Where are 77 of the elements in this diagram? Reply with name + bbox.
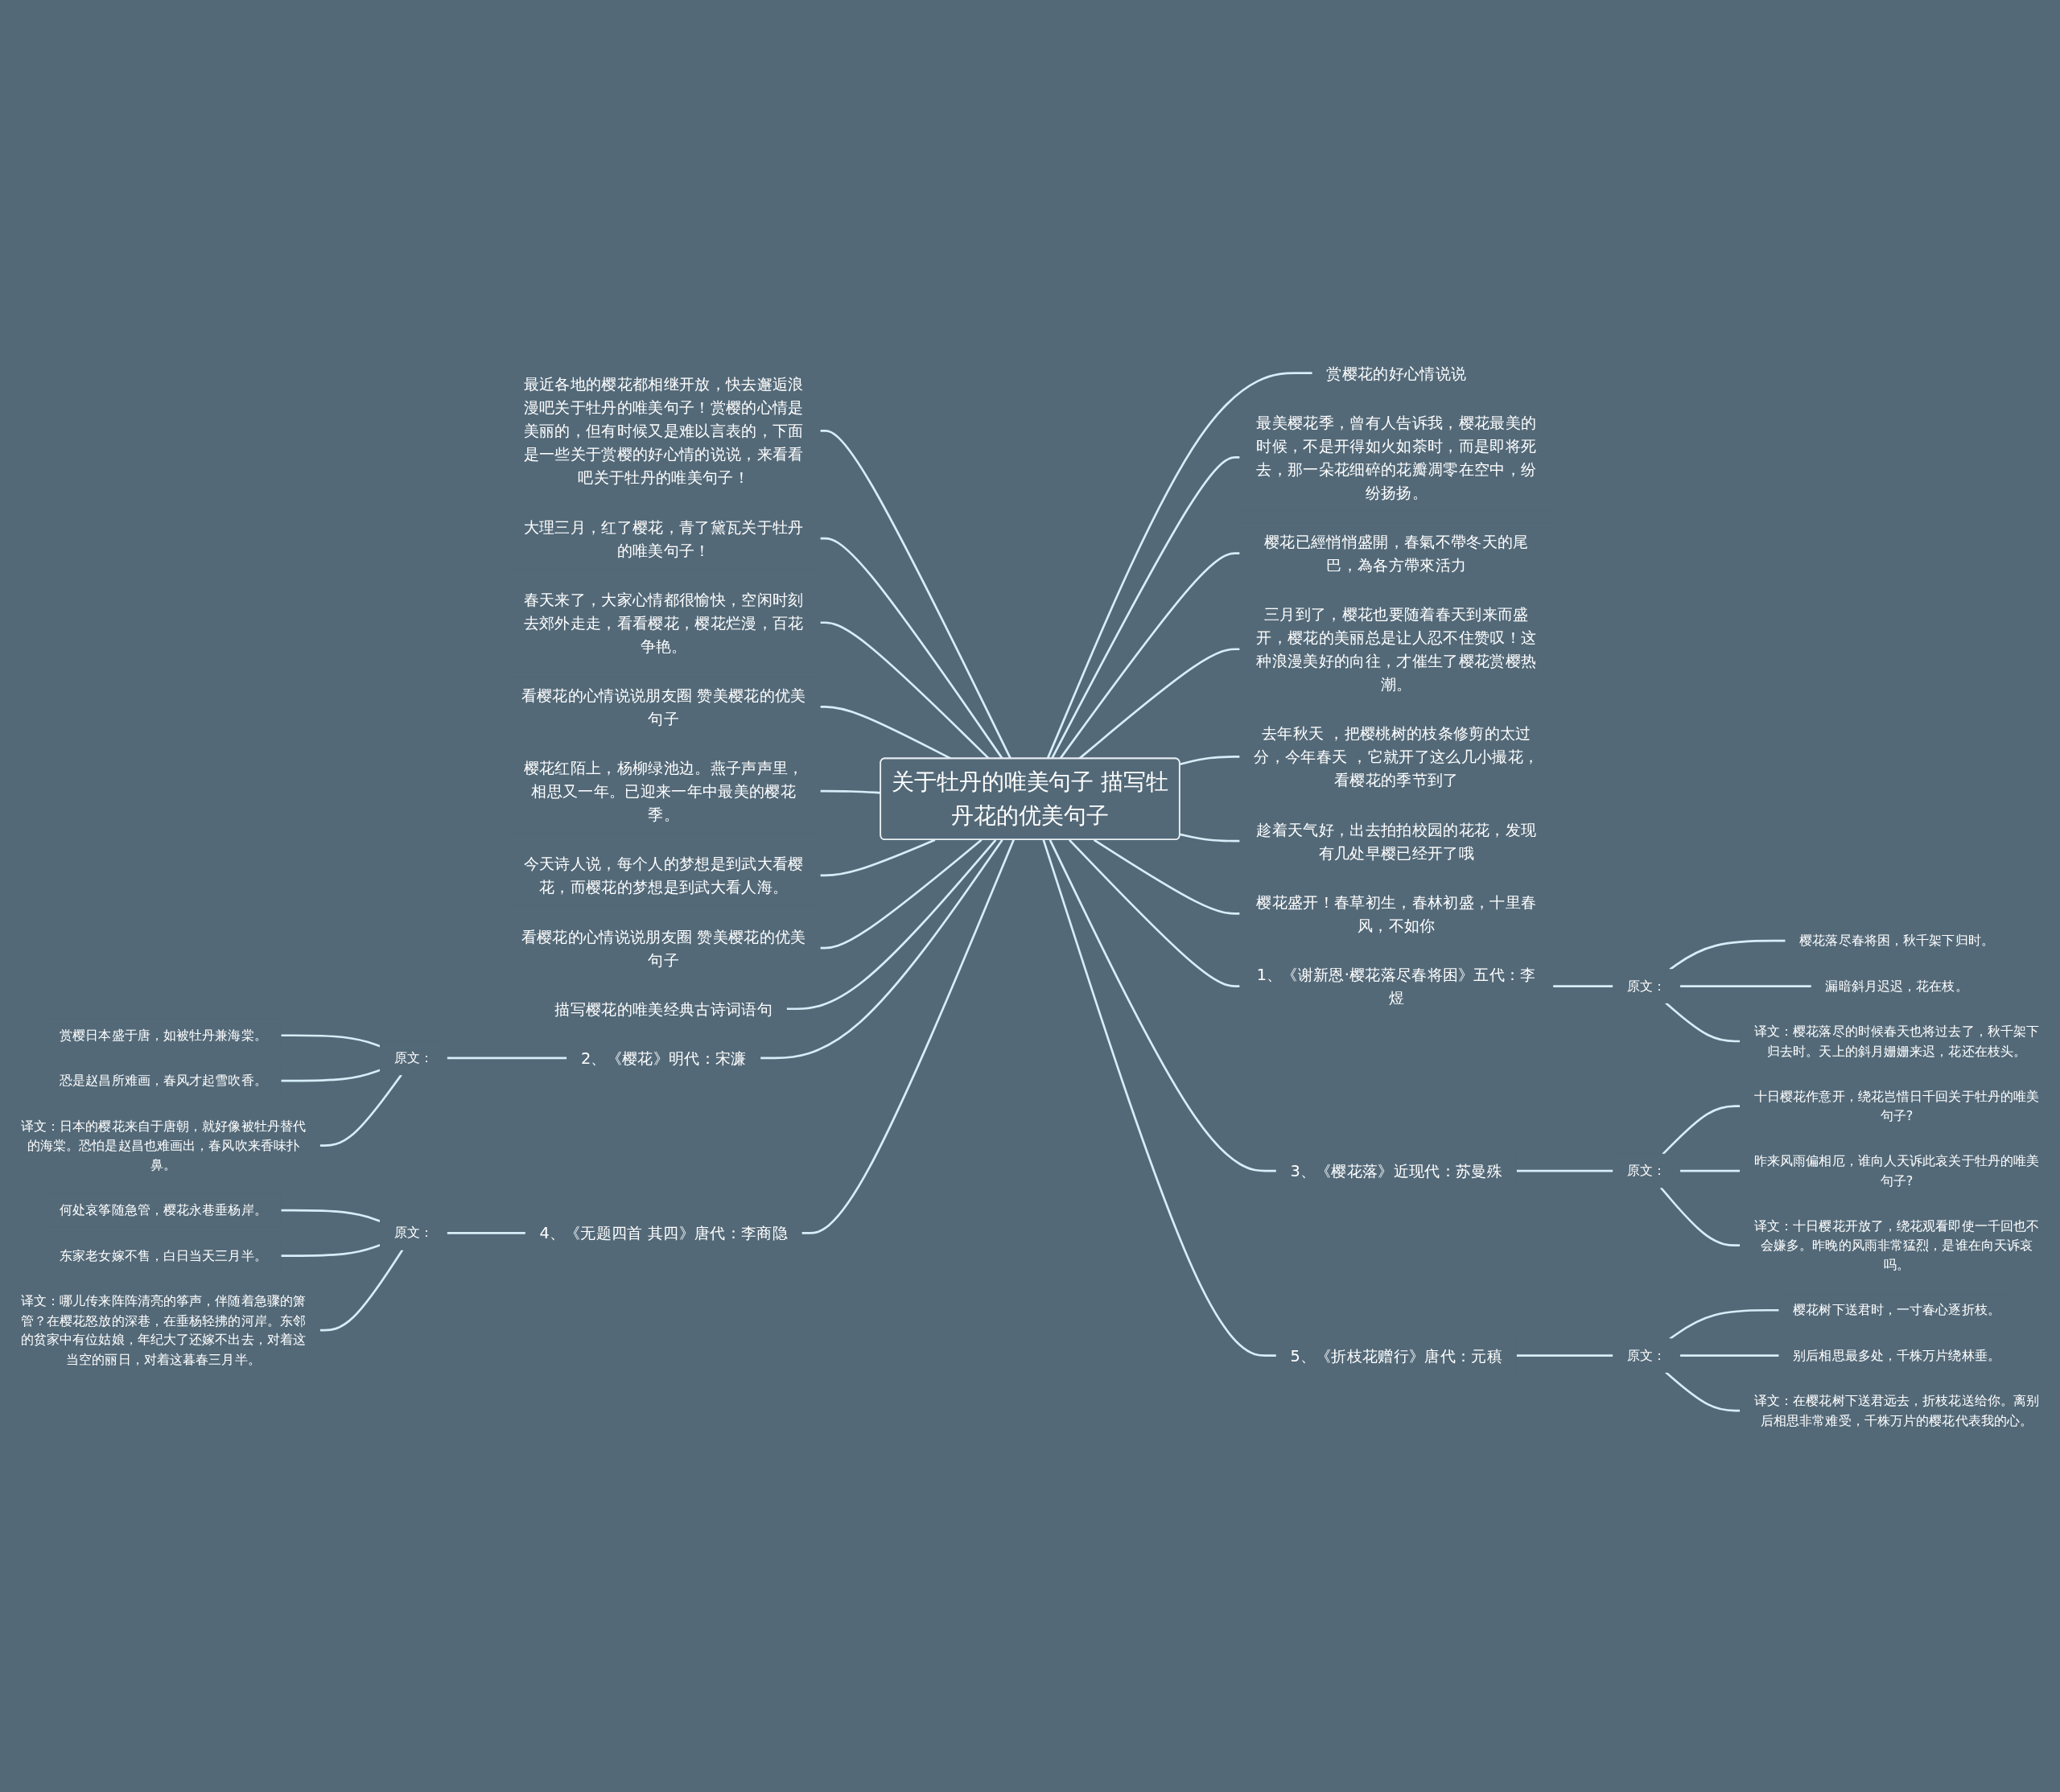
connector [820,839,983,950]
node-text: 译文：十日樱花开放了，绕花观看即使一千回也不会嫌多。昨晚的风雨非常猛烈，是谁在向天诉哀吗。 [1753,1217,2040,1273]
connector [319,1074,402,1147]
connector [281,1034,381,1048]
node-text: 译文：樱花落尽的时候春天也将过去了，秋千架下归去时。天上的斜月姗姗来迟，花还在枝头。 [1753,1024,2040,1059]
connector [447,1232,526,1235]
connector [1179,756,1240,766]
node-text: 原文： [1627,1347,1667,1364]
connector [1679,1170,1741,1172]
connector [447,1057,567,1060]
connector [281,1069,381,1082]
connector [820,538,1003,760]
node-text: 樱花落尽春将困，秋千架下归时。 [1799,933,1994,949]
node-text: 4、《无题四首 其四》唐代：李商隐 [539,1224,788,1242]
node-text: 3、《樱花落》近现代：苏曼殊 [1290,1162,1503,1180]
node-text: 樱花已經悄悄盛開，春氣不帶冬天的尾巴，為各方帶來活力 [1264,533,1529,575]
node-text: 春天来了，大家心情都很愉快，空闲时刻去郊外走走，看看樱花，樱花烂漫，百花争艳。 [523,590,804,656]
node-text: 译文：哪儿传来阵阵清亮的筝声，伴随着急骤的箫管？在樱花怒放的深巷，在垂杨轻拂的河岸。东邻的贫家中有位姑娘，年纪大了还嫁不出去，对着这当空的丽日，对着这暮春三月半。 [20,1293,307,1368]
node-text: 赏樱花的好心情说说 [1326,364,1467,383]
connector [1679,985,1812,988]
node-text: 5、《折枝花赠行》唐代：元稹 [1290,1346,1503,1366]
connector [786,839,997,1011]
node-text: 译文：在樱花树下送君远去，折枝花送给你。离别后相思非常难受，千株万片的樱花代表我的心。 [1753,1393,2040,1428]
node-text: 恐是赵昌所难画，春风才起雪吹香。 [60,1073,267,1089]
connector [1669,1309,1779,1341]
connector [1552,985,1613,988]
connector [1180,833,1240,842]
connector [1050,456,1240,760]
node-text: 赏樱日本盛于唐，如被牡丹兼海棠。 [60,1028,267,1044]
node-text: 樱花红陌上，杨柳绿池边。燕子声声里，相思又一年。已迎来一年中最美的樱花季。 [523,759,804,824]
connector [820,790,881,794]
node-text: 趁着天气好，出去拍拍校园的花花，发现有几处早樱已经开了哦 [1256,820,1537,863]
connector [1042,839,1277,1357]
node-text: 樱花树下送君时，一寸春心逐折枝。 [1793,1302,2000,1318]
connector [820,430,1012,760]
node-text: 何处哀筝随急管，樱花永巷垂杨岸。 [60,1202,267,1218]
node-text: 大理三月，红了樱花，青了黛瓦关于牡丹的唯美句子！ [523,517,804,560]
connector [1659,1187,1741,1247]
connector [281,1209,381,1223]
connector [1665,1371,1741,1412]
connector [1679,1354,1779,1357]
connector [1662,1105,1741,1156]
connector [1046,372,1313,760]
node-text: 十日樱花作意开，绕花岂惜日千回关于牡丹的唯美句子? [1753,1088,2040,1124]
node-text: 看樱花的心情说说朋友圈 赞美樱花的优美句子 [521,686,806,728]
connector [281,1244,381,1258]
node-text: 描写樱花的唯美经典古诗词语句 [554,999,772,1019]
node-text: 樱花盛开！春草初生，春林初盛，十里春风，不如你 [1256,892,1537,935]
node-text: 今天诗人说，每个人的梦想是到武大看樱花，而樱花的梦想是到武大看人海。 [523,855,804,896]
node-text: 去年秋天 ，把樱桃树的枝条修剪的太过分，今年春天 ，它就开了这么几小撮花，看樱花的季节到了 [1254,724,1539,790]
connector [1516,1354,1613,1357]
connector [1669,940,1786,971]
node-text: 三月到了，樱花也要随着春天到来而盛开，樱花的美丽总是让人忍不住赞叹！这种浪漫美好的向往，才催生了樱花赏樱热潮。 [1256,605,1537,694]
connector [1049,839,1277,1172]
connector [760,839,1003,1060]
node-text: 别后相思最多处，千株万片绕林垂。 [1793,1347,2000,1364]
node-text: 原文： [393,1225,433,1242]
node-text: 看樱花的心情说说朋友圈 赞美樱花的优美句子 [521,927,806,970]
connector [1059,552,1240,760]
connector [801,839,1015,1235]
node-text: 昨来风雨偏相厄，谁向人天诉此哀关于牡丹的唯美句子? [1753,1153,2040,1188]
node-text: 原文： [1627,978,1667,995]
node-text: 最近各地的樱花都相继开放，快去邂逅浪漫吧关于牡丹的唯美句子！赏樱的心情是美丽的，但有时候又是难以言表的，下面是一些关于赏樱的好心情的说说，来看看吧关于牡丹的唯美句子！ [523,375,804,487]
node-text: 1、《谢新恩·樱花落尽春将困》五代：李煜 [1256,966,1536,1007]
connector [1516,1170,1613,1172]
connector [1069,839,1240,988]
node-text: 最美樱花季，曾有人告诉我，樱花最美的时候，不是开得如火如荼时，而是即将死去，那一朵花细碎的花瓣凋零在空中，纷纷扬扬。 [1256,413,1537,502]
connector [1093,838,1240,915]
connector [820,838,936,877]
node-text: 原文： [1627,1163,1667,1179]
node-text: 原文： [393,1050,433,1066]
node-text: 漏暗斜月迟迟，花在枝。 [1825,978,1968,995]
node-text: 译文：日本的樱花来自于唐朝，就好像被牡丹替代的海棠。恐怕是赵昌也难画出，春风吹来香味扑鼻。 [20,1118,307,1173]
connector [319,1249,404,1332]
node-text: 2、《樱花》明代：宋濂 [580,1048,747,1068]
node-text: 东家老女嫁不售，白日当天三月半。 [60,1247,267,1264]
connector [1665,1002,1741,1043]
